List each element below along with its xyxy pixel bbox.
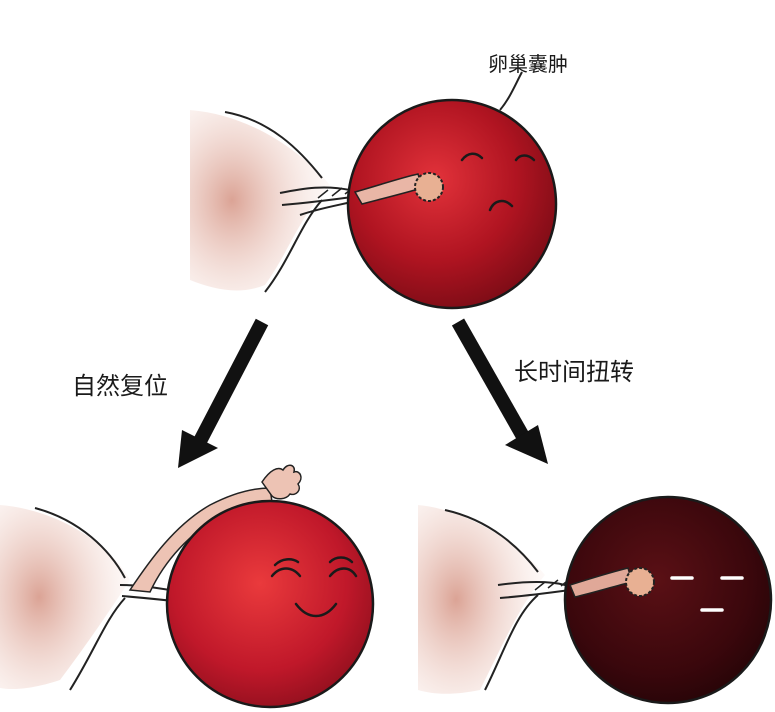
ovarian-cyst-right (563, 495, 773, 705)
uterus-tissue-left (0, 505, 130, 690)
arrow-left (178, 318, 269, 468)
arrow-right (451, 318, 548, 464)
uterus-outline-right (444, 509, 539, 691)
prolonged-torsion-label: 长时间扭转 (514, 358, 634, 386)
blank-face-icon (670, 576, 744, 612)
ovarian-cyst-top (346, 98, 558, 310)
cyst-label-leader (499, 71, 523, 111)
uterus-outline-left (34, 507, 126, 691)
uterus-outline-top (224, 111, 323, 293)
ovarian-cyst-left (165, 499, 375, 709)
uterus-tissue-top (190, 110, 330, 291)
spontaneous-reset-label: 自然复位 (72, 372, 168, 400)
bottom-right-scene (418, 495, 773, 705)
fimbriae-left (261, 464, 302, 500)
ovary-top (414, 172, 444, 202)
bottom-left-scene (0, 464, 375, 709)
ovary-right (625, 567, 655, 597)
sad-face-icon (460, 152, 536, 212)
uterus-tissue-right (418, 505, 545, 694)
top-scene (190, 71, 558, 310)
cyst-label: 卵巢囊肿 (488, 52, 568, 76)
happy-face-icon (270, 556, 358, 618)
